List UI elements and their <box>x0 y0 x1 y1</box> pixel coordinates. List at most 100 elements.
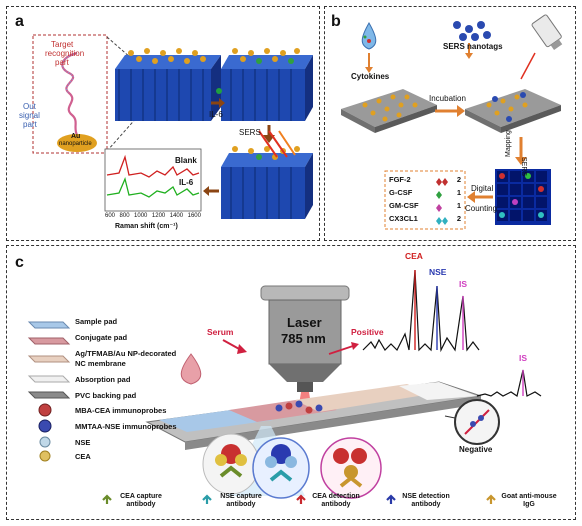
detection-complex-zoom <box>320 437 382 499</box>
out-signal-label-3: part <box>23 120 37 129</box>
laser-head <box>260 285 350 392</box>
antibody-legend-line1: CEA detection <box>312 493 360 500</box>
laser-beam <box>258 130 278 158</box>
cea-icon <box>39 450 51 462</box>
chip-2 <box>465 89 561 133</box>
nse-peak-label: NSE <box>429 267 447 277</box>
au-nanoparticle <box>57 134 97 152</box>
nse-capture-icon <box>202 494 212 504</box>
legend-item: NC membrane <box>75 359 126 368</box>
au-label-2: nanoparticle <box>59 141 92 147</box>
x-tick: 600 <box>105 213 116 219</box>
antibody-legend-line1: NSE detection <box>402 493 450 500</box>
x-tick: 1200 <box>151 213 166 219</box>
antibody-legend-line2: antibody <box>411 500 441 508</box>
il6-spectrum-label: IL-6 <box>179 178 194 187</box>
cytokine-name: GM-CSF <box>389 201 419 210</box>
antibody-legend-line2: antibody <box>126 500 156 508</box>
cytokine-count: 2 <box>456 175 461 184</box>
substrate-1 <box>115 48 221 121</box>
panel-b-illustration <box>341 14 563 230</box>
x-tick: 1600 <box>187 213 201 219</box>
cytokines-label: Cytokines <box>351 72 390 81</box>
laser-label-1: Laser <box>287 315 322 330</box>
serum-drop <box>180 353 202 385</box>
positive-spectrum <box>362 269 480 353</box>
nc-membrane-swatch <box>27 355 71 363</box>
panel-a-label: a <box>15 13 24 30</box>
substrate-2 <box>221 48 313 121</box>
cea-peak-label: CEA <box>405 251 423 261</box>
x-tick: 1000 <box>134 213 148 219</box>
cea-capture-icon <box>102 494 112 504</box>
antibody-legend-item: CEA capture antibody <box>111 493 171 508</box>
au-label-1: Au <box>71 133 81 140</box>
positive-label: Positive <box>351 327 384 337</box>
antibody-legend-item: CEA detection antibody <box>303 493 369 508</box>
legend-item: PVC backing pad <box>75 391 137 400</box>
panel-b-label: b <box>331 13 341 30</box>
legend-item: Sample pad <box>75 317 118 326</box>
serum-label: Serum <box>207 327 234 337</box>
legend-item: Conjugate pad <box>75 333 128 342</box>
target-recognition-label-3: part <box>55 58 69 67</box>
legend-item: NSE <box>75 438 91 447</box>
legend-item: Ag/TFMAB/Au NP-decorated <box>75 349 177 358</box>
count-table <box>384 170 466 230</box>
panel-a: a <box>6 6 320 241</box>
test-strip <box>145 381 482 450</box>
sers-label-b: SERS <box>520 157 527 177</box>
legend-item: Absorption pad <box>75 375 131 384</box>
cytokine-count: 1 <box>456 188 461 197</box>
spectrum-x-ticks: 600 800 1000 1200 1400 1600 <box>105 213 201 219</box>
incubation-label: Incubation <box>429 94 466 103</box>
is-peak-label: IS <box>459 279 468 289</box>
mmtaa-nse-probe-icon <box>38 419 52 433</box>
legend-item: MBA-CEA immunoprobes <box>75 406 167 415</box>
capture-icons <box>102 494 496 504</box>
antibody-legend-line1: NSE capture <box>220 493 262 500</box>
nse-detection-icon <box>386 494 396 504</box>
cytokine-name: G-CSF <box>389 188 413 197</box>
cytokine-name: FGF-2 <box>389 175 411 184</box>
sample-pad-swatch <box>27 321 71 329</box>
antibody-legend-line1: CEA capture <box>120 493 162 500</box>
il6-spectrum-line <box>106 176 200 198</box>
mba-cea-probe-icon <box>38 403 52 417</box>
table-row: FGF-2 2 <box>389 175 461 188</box>
x-tick: 800 <box>119 213 130 219</box>
out-signal-label-2: signal <box>19 111 40 120</box>
table-row: G-CSF 1 <box>389 188 461 201</box>
antibody-legend-item: NSE capture antibody <box>211 493 271 508</box>
spectrum-x-label: Raman shift (cm⁻¹) <box>115 223 178 230</box>
out-signal-label-1: Out <box>23 102 36 111</box>
il6-arrow-label: IL-6 <box>209 110 223 119</box>
mapping-label: Mapping <box>505 130 512 157</box>
cytokine-count: 1 <box>456 201 461 210</box>
is-peak-label-negative: IS <box>519 353 528 363</box>
negative-label: Negative <box>459 445 493 454</box>
chip-1 <box>341 89 437 133</box>
target-recognition-label-2: recognition <box>45 49 85 58</box>
nse-icon <box>39 436 51 448</box>
conjugate-pad-swatch <box>27 337 71 345</box>
objective-lens <box>531 14 563 51</box>
antibody-legend-line2: antibody <box>226 500 256 508</box>
negative-spectrum <box>476 369 542 397</box>
sers-nanotags <box>453 21 491 41</box>
sers-label-a: SERS <box>239 128 261 137</box>
cytokine-name: CX3CL1 <box>389 214 418 223</box>
cea-detection-icon <box>296 494 306 504</box>
antibody-legend-line2: IgG <box>523 500 535 508</box>
antibody-legend-line1: Goat anti-mouse <box>501 493 557 500</box>
digital-label-2: Counting <box>465 204 498 213</box>
nse-complex-zoom <box>252 437 310 499</box>
target-recognition-label-1: Target <box>51 40 74 49</box>
absorption-pad-swatch <box>27 375 71 383</box>
panel-c-label: c <box>15 254 24 271</box>
digital-label-1: Digital <box>471 184 494 193</box>
antibody-legend-item: NSE detection antibody <box>393 493 459 508</box>
cytokine-drop <box>361 21 377 50</box>
blank-spectrum <box>106 154 200 178</box>
laser-label-2: 785 nm <box>281 331 326 346</box>
